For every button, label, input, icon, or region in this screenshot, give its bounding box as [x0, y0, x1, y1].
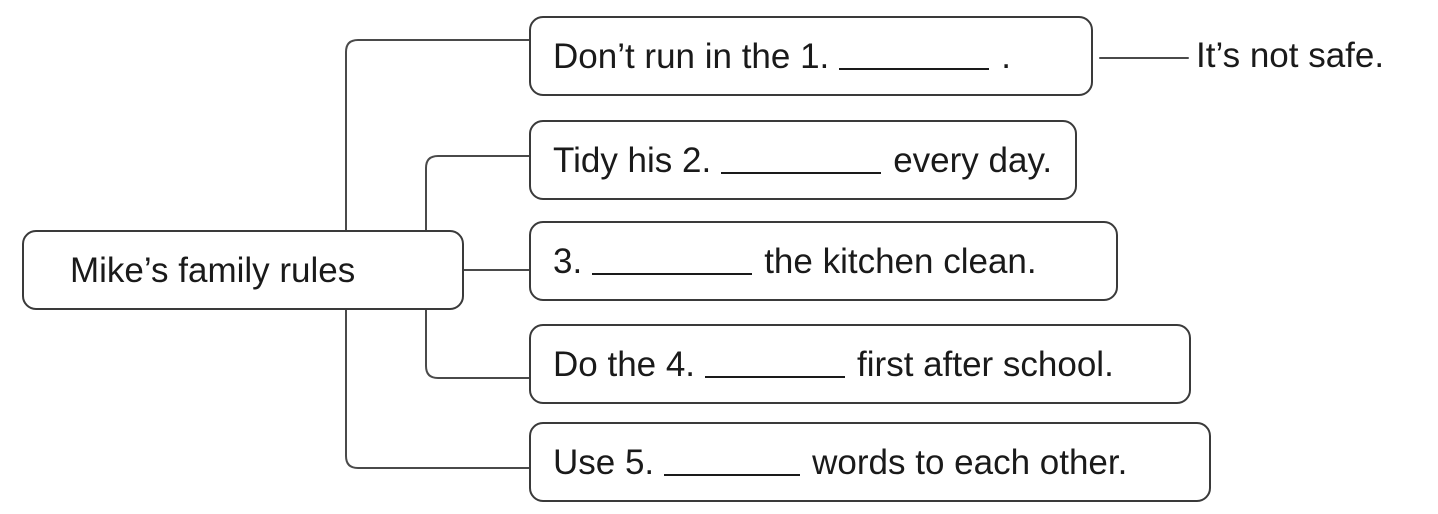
rule-5-blank — [664, 448, 801, 476]
rule-3-text-after: the kitchen clean. — [764, 241, 1037, 281]
rule-2-blank — [721, 146, 882, 174]
root-node: Mike’s family rules — [22, 230, 464, 310]
rule-5-text-before: Use 5. — [553, 442, 655, 482]
root-node-label: Mike’s family rules — [70, 250, 356, 290]
rule-2-text-before: Tidy his 2. — [553, 140, 712, 180]
rule-5-text-after: words to each other. — [812, 442, 1128, 482]
connector-root-to-rule-2 — [425, 155, 530, 231]
rule-2-text-after: every day. — [893, 140, 1053, 180]
connector-root-to-rule-5 — [345, 309, 530, 469]
rule-1-reason-note: It’s not safe. — [1196, 36, 1385, 75]
rule-2-box: Tidy his 2. every day. — [529, 120, 1077, 200]
rule-5-box: Use 5. words to each other. — [529, 422, 1211, 502]
rule-3-blank — [592, 247, 753, 275]
rule-4-text-before: Do the 4. — [553, 344, 696, 384]
rule-1-blank — [839, 42, 990, 70]
rule-4-text-after: first after school. — [857, 344, 1114, 384]
rule-3-box: 3. the kitchen clean. — [529, 221, 1118, 301]
rule-4-box: Do the 4. first after school. — [529, 324, 1191, 404]
rule-1-text-before: Don’t run in the 1. — [553, 36, 830, 76]
rule-4-blank — [705, 350, 846, 378]
rule-3-text-before: 3. — [553, 241, 583, 281]
rule-1-box: Don’t run in the 1. . — [529, 16, 1093, 96]
connector-root-to-rule-1 — [345, 39, 530, 231]
connector-root-to-rule-4 — [425, 309, 530, 379]
rule-1-text-after: . — [1001, 36, 1012, 76]
